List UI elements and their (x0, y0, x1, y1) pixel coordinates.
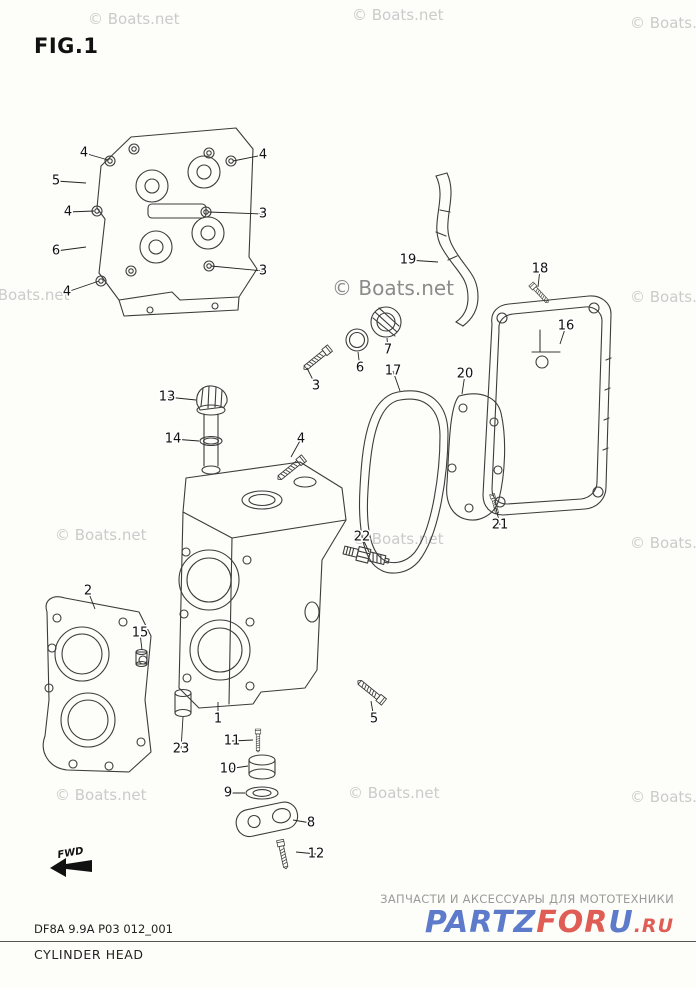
part-callout-7: 7 (384, 343, 392, 358)
thermostat-art (196, 385, 228, 475)
valve-cover-gasket-art (358, 390, 449, 574)
vendor-logo-segment: PARTZ (424, 905, 537, 940)
leader-line (207, 211, 264, 215)
leader-line (232, 154, 264, 162)
footer-divider (0, 941, 696, 942)
leader-line (295, 851, 317, 855)
watermark: © Boats.net (88, 10, 180, 28)
leader-line (87, 590, 96, 610)
leader-line (357, 351, 361, 369)
watermark: © Boats.net (332, 276, 455, 300)
vendor-logo-segment: FOR (536, 905, 609, 940)
diagram-line-art: FWD (42, 127, 612, 877)
leader-line (461, 373, 466, 395)
part-callout-4: 4 (80, 146, 88, 161)
part-callout-2: 2 (84, 584, 92, 599)
watermark: © Boats.net (630, 788, 696, 806)
valve-cover-art (482, 295, 612, 516)
watermark: © Boats.net (0, 286, 70, 304)
part-callout-11: 11 (224, 734, 241, 749)
bolts-art (254, 281, 551, 870)
leader-line (55, 246, 87, 252)
leader-line (83, 152, 109, 161)
part-callout-23: 23 (173, 742, 190, 757)
part-callout-5: 5 (370, 712, 378, 727)
leader-line (559, 325, 567, 345)
leader-line (210, 265, 264, 272)
part-callout-4: 4 (297, 432, 305, 447)
watermark: © Boats.net (55, 526, 147, 544)
part-callout-6: 6 (52, 244, 60, 259)
fitting-art (345, 306, 402, 352)
leader-line (392, 370, 401, 392)
part-callout-21: 21 (492, 518, 509, 533)
part-callout-1: 1 (214, 712, 222, 727)
part-callout-6: 6 (356, 361, 364, 376)
leader-line (55, 180, 87, 184)
part-callout-13: 13 (159, 390, 176, 405)
part-callout-15: 15 (132, 626, 149, 641)
plate-gasket-art (446, 393, 506, 521)
fwd-arrow: FWD (50, 846, 92, 877)
cylinder-block-art (178, 461, 347, 709)
leader-line (231, 739, 254, 742)
leader-line (306, 367, 317, 387)
small-parts-art (135, 648, 299, 838)
part-callout-4: 4 (259, 148, 267, 163)
head-cover-art (91, 127, 258, 317)
part-callout-17: 17 (385, 364, 402, 379)
leader-line (537, 268, 541, 288)
part-callout-4: 4 (63, 285, 71, 300)
part-callout-20: 20 (457, 367, 474, 382)
leader-line (180, 716, 184, 750)
leader-line (67, 210, 95, 213)
vendor-logo: PARTZFORU.RU (425, 905, 674, 940)
watermark: © Boats.net (352, 6, 444, 24)
leader-line (166, 396, 197, 401)
figure-title: FIG.1 (34, 34, 99, 58)
watermark: © Boats.net (348, 784, 440, 802)
part-callout-3: 3 (259, 207, 267, 222)
leader-line (290, 438, 302, 458)
leader-line (495, 507, 501, 526)
leader-line (407, 259, 439, 263)
part-callout-4: 4 (64, 205, 72, 220)
leader-line (139, 632, 143, 651)
fwd-label: FWD (57, 846, 85, 861)
part-callout-16: 16 (558, 319, 575, 334)
watermark: © Boats.net (630, 288, 696, 306)
watermark: © Boats.net (630, 534, 696, 552)
part-callout-5: 5 (52, 174, 60, 189)
part-callout-22: 22 (354, 530, 371, 545)
part-code: DF8A 9.9A P03 012_001 (34, 922, 173, 936)
leader-line (66, 280, 100, 293)
part-callout-8: 8 (307, 816, 315, 831)
figure-name: CYLINDER HEAD (34, 947, 144, 962)
watermark: © Boats.net (55, 786, 147, 804)
leader-line (172, 438, 200, 442)
vendor-logo-segment: .RU (633, 915, 674, 937)
leader-line (227, 765, 249, 770)
spark-plug-art (342, 545, 390, 566)
leader-line (386, 337, 389, 351)
part-callout-3: 3 (259, 264, 267, 279)
part-callout-10: 10 (220, 762, 237, 777)
head-gasket-art (42, 596, 152, 773)
part-callout-12: 12 (308, 847, 325, 862)
leader-line (292, 819, 312, 824)
part-callout-3: 3 (312, 379, 320, 394)
leader-line (361, 536, 370, 553)
part-callout-14: 14 (165, 432, 182, 447)
part-callout-9: 9 (224, 786, 232, 801)
vendor-tagline: ЗАПЧАСТИ И АКСЕССУАРЫ ДЛЯ МОТОТЕХНИКИ (380, 892, 674, 906)
part-callout-19: 19 (400, 253, 417, 268)
part-callout-18: 18 (532, 262, 549, 277)
vendor-logo-segment: U (608, 905, 634, 940)
leader-line (370, 700, 375, 720)
hose-art (435, 172, 479, 327)
watermark: © Boats.net (630, 14, 696, 32)
